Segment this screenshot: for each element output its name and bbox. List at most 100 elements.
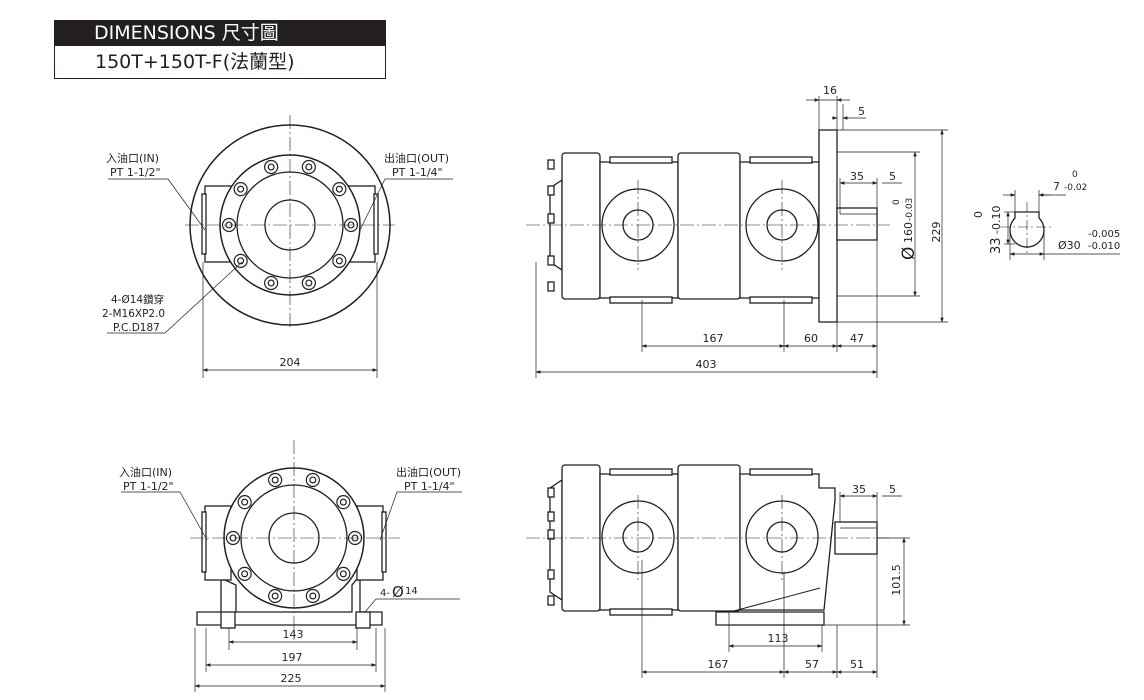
flange-outlet-label: 出油口(OUT): [384, 151, 449, 165]
flange-outlet-thread: PT 1-1/4": [392, 166, 443, 179]
bolt-hole-bore: [237, 257, 245, 265]
rear-pump-ridge-top: [609, 156, 673, 164]
shaft-dia: Ø30: [1058, 239, 1081, 252]
side-view-flange-centerline: [526, 180, 890, 270]
key-height-tol-upper: 0: [972, 211, 985, 218]
front-view-flange: [107, 115, 453, 378]
foot-rear-ridge-bottom: [609, 608, 673, 616]
side-view-flange-dimensions: [535, 96, 948, 378]
diameter-symbol-icon: Ø: [899, 247, 919, 260]
foot-base: [196, 579, 383, 629]
foot-front-pump-body: [739, 473, 836, 611]
pilot-diameter-group: Ø 160 0 -0.03: [892, 198, 919, 260]
bolt-hole: [233, 253, 248, 268]
shaft-section-detail: [1000, 190, 1120, 260]
foot-view-dimensions: [121, 491, 462, 692]
side-view-foot: [547, 464, 878, 626]
foot-dim-57: 57: [805, 658, 819, 671]
bolt-hole-bore: [309, 592, 317, 600]
foot-front-ridge-top: [749, 468, 813, 476]
flange-centerlines: [185, 115, 395, 330]
bolt-hole-note: 4-Ø14鑽穿: [111, 293, 164, 306]
dim-47: 47: [850, 332, 864, 345]
bolt-hole-bore: [267, 279, 275, 287]
flange-front-texts: 入油口(IN) PT 1-1/2" 出油口(OUT) PT 1-1/4" 4-Ø…: [102, 151, 449, 369]
dim-5: 5: [889, 170, 896, 183]
flange-inlet-label: 入油口(IN): [106, 151, 159, 165]
title-banner: DIMENSIONS 尺寸圖: [54, 20, 386, 46]
front-view-foot: [196, 467, 387, 629]
key-height: 33: [989, 237, 1004, 254]
dim-16: 16: [823, 84, 837, 97]
bolt-hole: [264, 159, 279, 175]
bolt-hole: [233, 182, 248, 197]
foot-outlet-label: 出油口(OUT): [396, 465, 461, 479]
front-pump-ridge-bottom: [749, 296, 813, 304]
shaft-tol-upper: -0.005: [1088, 229, 1120, 240]
bolt-hole: [264, 275, 279, 291]
bolt-hole-bore: [305, 163, 313, 171]
foot-dim-143: 143: [283, 628, 304, 641]
dim-60: 60: [804, 332, 818, 345]
bolt-hole-bore: [271, 476, 279, 484]
foot-dim-35: 35: [852, 483, 866, 496]
side-view-flange-texts: 16 5 35 5 Ø 160 0 -0.03 229 167 60 47 40…: [696, 84, 944, 371]
dim-5-top: 5: [858, 105, 865, 118]
foot-view-centerlines: [190, 440, 400, 640]
bolt-hole-bore: [271, 592, 279, 600]
key-tol-lower: -0.02: [1064, 183, 1087, 193]
bolt-hole: [301, 275, 316, 291]
foot-side-base: [715, 611, 825, 626]
thread-note: 2-M16XP2.0: [102, 308, 165, 320]
foot-dim-197: 197: [282, 651, 303, 664]
bolt-hole-bore: [335, 257, 343, 265]
side-view-flange: [547, 129, 878, 323]
foot-side-dimensions: [641, 492, 910, 678]
foot-outlet-thread: PT 1-1/4": [404, 480, 455, 493]
foot-inlet-label: 入油口(IN): [119, 465, 172, 479]
foot-dim-113: 113: [768, 632, 789, 645]
bolt-hole-bore: [237, 185, 245, 193]
bolt-hole: [332, 182, 347, 197]
key-width: 7: [1053, 180, 1060, 193]
bolt-hole-bore: [241, 570, 249, 578]
overall-length-403: 403: [696, 358, 717, 371]
drive-shaft: [836, 207, 878, 241]
dim-35: 35: [850, 170, 864, 183]
bolt-hole: [332, 253, 347, 268]
foot-hole-count: 4-: [380, 588, 390, 599]
bolt-hole-bore: [339, 570, 347, 578]
rear-cover: [547, 152, 601, 300]
foot-rear-ridge-top: [609, 468, 673, 476]
foot-side-centerlines: [526, 495, 890, 582]
front-pump-body: [739, 161, 820, 299]
bolt-hole-bore: [241, 498, 249, 506]
bolt-hole-bore: [335, 185, 343, 193]
flange-width-value: 204: [280, 356, 301, 369]
front-pump-ridge-top: [749, 156, 813, 164]
dim-167: 167: [703, 332, 724, 345]
foot-rear-pump-body: [599, 473, 679, 611]
rear-pump-body: [599, 161, 679, 299]
flange-width-dimension: [202, 262, 378, 378]
foot-view-texts: 入油口(IN) PT 1-1/2" 出油口(OUT) PT 1-1/4" 4- …: [119, 465, 461, 685]
diameter-symbol-icon: Ø: [392, 583, 404, 601]
flange-inlet-thread: PT 1-1/2": [110, 166, 161, 179]
bolt-hole-bore: [267, 163, 275, 171]
flange-body: [189, 124, 391, 326]
foot-inlet-face: [201, 511, 207, 573]
shaft-height: 101.5: [890, 564, 903, 596]
rear-pump-ridge-bottom: [609, 296, 673, 304]
bolt-hole: [301, 159, 316, 175]
bolt-hole-bore: [305, 279, 313, 287]
foot-side-texts: 35 5 101.5 113 167 57 51: [708, 483, 904, 671]
foot-inlet-thread: PT 1-1/2": [123, 480, 174, 493]
foot-dim-225: 225: [281, 672, 302, 685]
pcd-note: P.C.D187: [113, 322, 160, 334]
foot-hole-dia: 14: [405, 586, 418, 597]
foot-dim-51: 51: [850, 658, 864, 671]
pilot-tol-lower: -0.03: [905, 198, 915, 221]
foot-dim-5: 5: [889, 483, 896, 496]
mounting-flange: [818, 129, 838, 323]
